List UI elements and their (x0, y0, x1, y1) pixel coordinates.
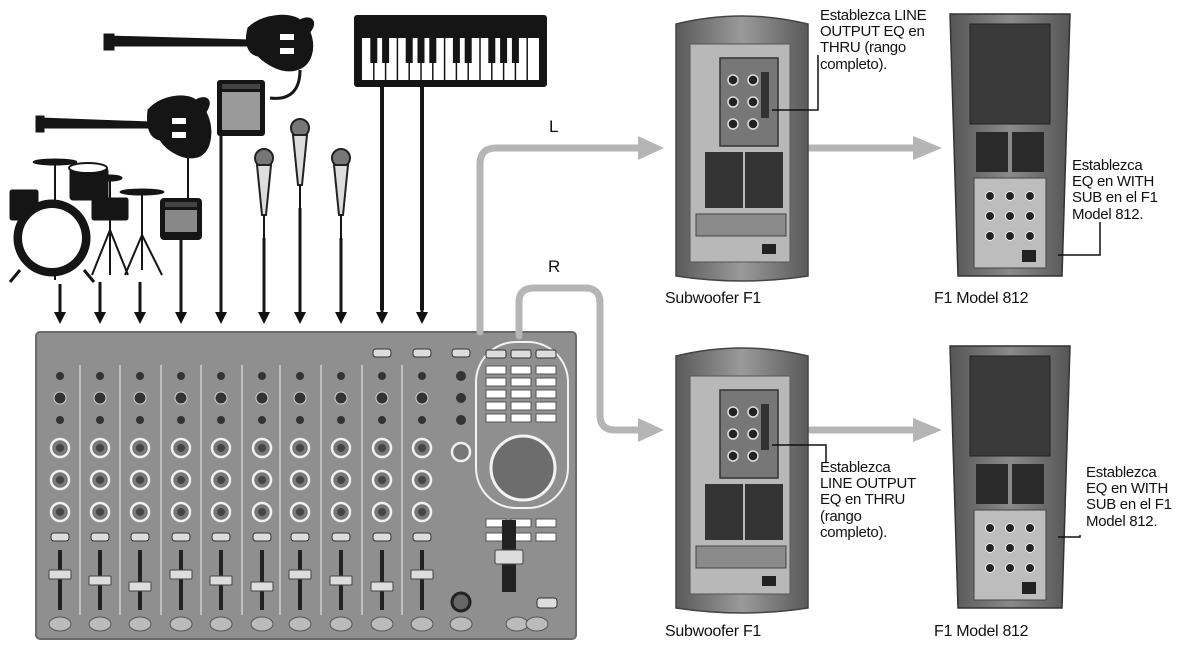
callout-lines (772, 55, 1101, 538)
top-speaker-caption: F1 Model 812 (934, 290, 1029, 307)
microphone-icon (290, 118, 310, 208)
microphone-icon (331, 148, 351, 238)
electric-guitar-icon (35, 95, 212, 198)
bottom-speaker-note: Establezca EQ en WITH SUB en el F1 Model… (1086, 464, 1172, 530)
input-connections (54, 136, 428, 324)
f1-model-812-icon (949, 13, 1071, 277)
bottom-subwoofer-note: Establezca LINE OUTPUT EQ en THRU (rango… (820, 459, 916, 541)
bottom-speaker-caption: F1 Model 812 (934, 623, 1029, 640)
output-cables (476, 144, 919, 434)
channel-strip (361, 365, 394, 632)
subwoofer-f1-icon (675, 15, 809, 282)
bass-guitar-icon (103, 14, 315, 100)
channel-strip (241, 365, 274, 632)
drum-kit-icon (8, 158, 165, 283)
bottom-subwoofer-caption: Subwoofer F1 (665, 623, 762, 640)
guitar-amplifier-icon (160, 198, 202, 240)
channel-strip (160, 365, 193, 632)
channel-strip (48, 372, 72, 632)
channel-strip (320, 365, 353, 632)
top-subwoofer-caption: Subwoofer F1 (665, 290, 762, 307)
left-channel-label: L (549, 117, 559, 136)
bass-amplifier-icon (217, 80, 265, 136)
output-arrowheads (638, 136, 942, 442)
mixer-console (35, 331, 577, 640)
subwoofer-f1-icon (675, 347, 809, 614)
keyboard-icon (354, 15, 547, 87)
right-channel-label: R (548, 257, 560, 276)
f1-model-812-icon (949, 345, 1071, 609)
channel-strip (119, 365, 152, 632)
channel-strip (79, 365, 112, 632)
top-subwoofer-note: Establezca LINE OUTPUT EQ en THRU (rango… (820, 7, 927, 73)
microphone-icon (254, 148, 274, 238)
top-speaker-note: Establezca EQ en WITH SUB en el F1 Model… (1072, 157, 1158, 223)
channel-strip (200, 365, 233, 632)
channel-strip (401, 365, 434, 632)
channel-strip (279, 365, 312, 632)
